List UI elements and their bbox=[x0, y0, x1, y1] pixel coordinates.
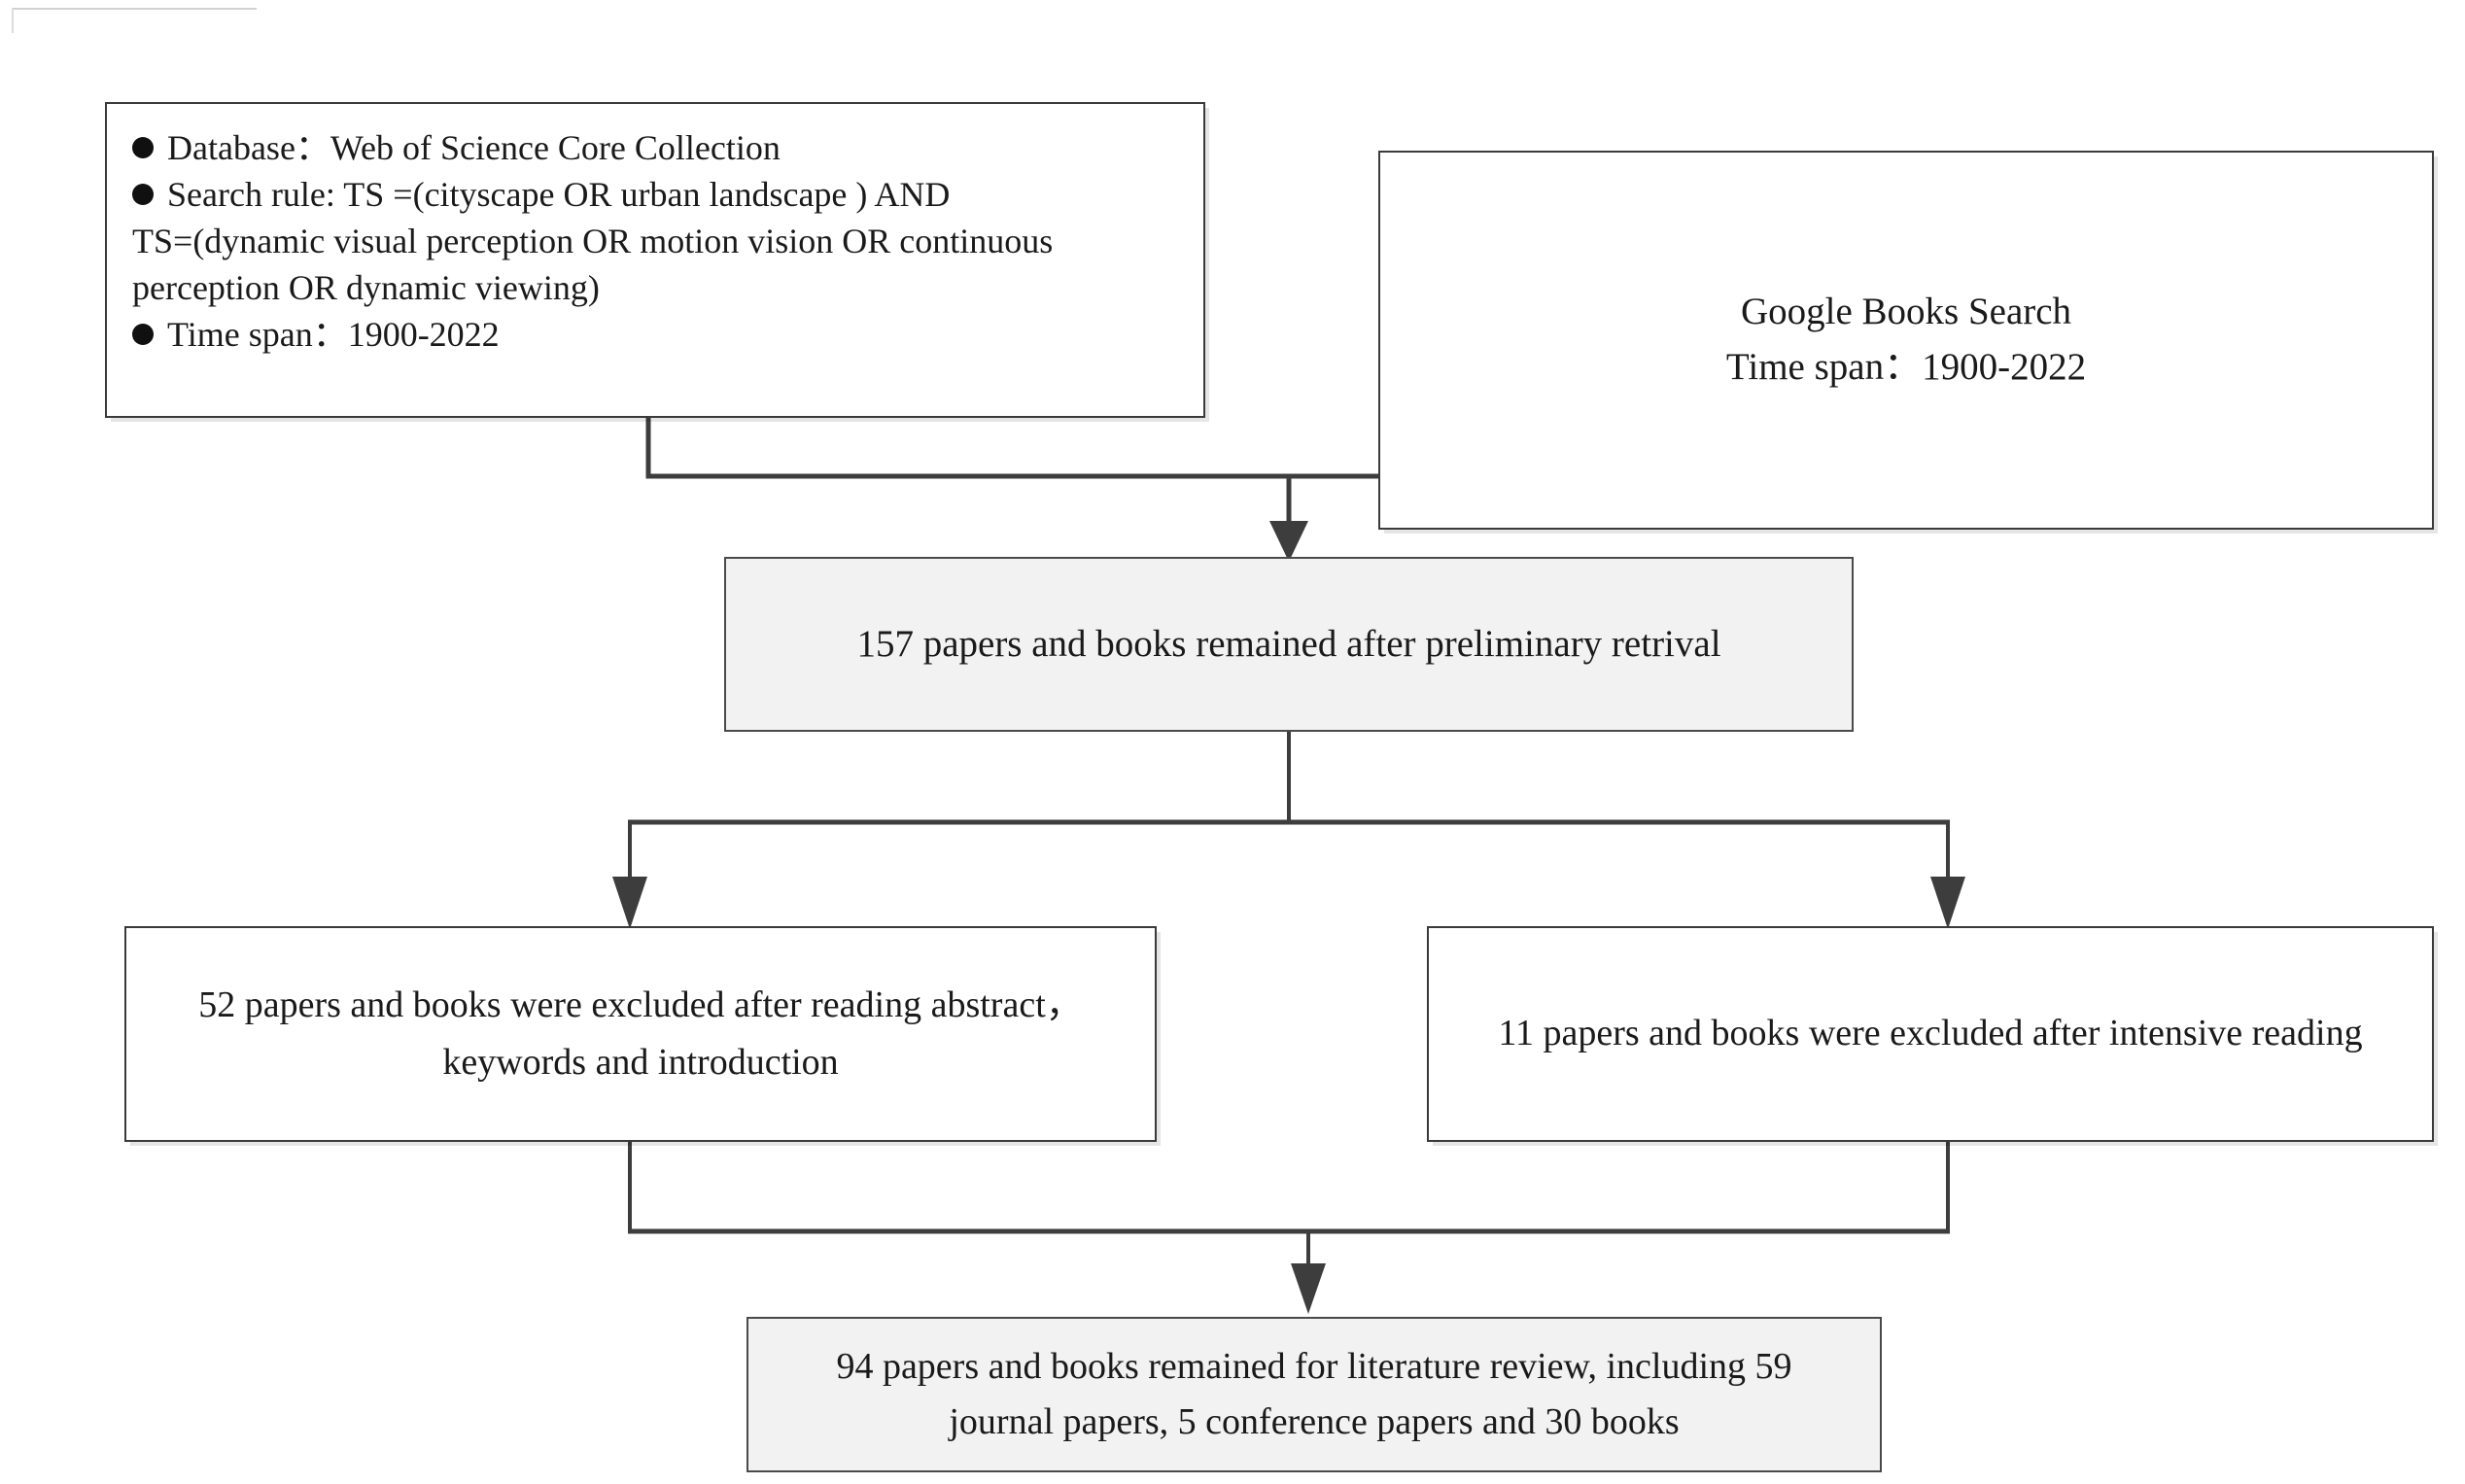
google-time-span: Time span：1900-2022 bbox=[1725, 346, 2087, 388]
top-left-tick-artifact bbox=[12, 8, 14, 33]
criteria-line-time-span: Time span：1900-2022 bbox=[132, 312, 1178, 359]
arrowhead-to-final bbox=[1291, 1263, 1326, 1314]
node-google-books-search[interactable]: Google Books Search Time span：1900-2022 bbox=[1378, 151, 2434, 530]
node-database-search-criteria[interactable]: Database：Web of Science Core Collection … bbox=[105, 102, 1205, 418]
excl-abstract-line-2: keywords and introduction bbox=[442, 1042, 839, 1083]
criteria-line-search-rule: Search rule: TS =(cityscape OR urban lan… bbox=[132, 172, 1178, 219]
final-line-2: journal papers, 5 conference papers and … bbox=[949, 1401, 1680, 1442]
bullet-icon bbox=[132, 137, 154, 159]
final-line-1: 94 papers and books remained for literat… bbox=[836, 1346, 1792, 1387]
bullet-icon bbox=[132, 184, 154, 206]
top-left-rule-artifact bbox=[12, 8, 257, 10]
criteria-line-database: Database：Web of Science Core Collection bbox=[132, 125, 1178, 172]
google-title: Google Books Search bbox=[1740, 291, 2072, 333]
node-excluded-after-abstract[interactable]: 52 papers and books were excluded after … bbox=[124, 926, 1157, 1142]
criteria-line-search-rule-cont-1: TS=(dynamic visual perception OR motion … bbox=[132, 221, 1054, 260]
prelim-text: 157 papers and books remained after prel… bbox=[856, 622, 1721, 665]
excl-abstract-line-1: 52 papers and books were excluded after … bbox=[198, 984, 1083, 1026]
excl-intensive-text: 11 papers and books were excluded after … bbox=[1498, 1013, 2363, 1054]
criteria-line-search-rule-cont-2: perception OR dynamic viewing) bbox=[132, 267, 600, 307]
arrowhead-to-prelim bbox=[1269, 521, 1308, 562]
node-excluded-after-intensive-reading[interactable]: 11 papers and books were excluded after … bbox=[1427, 926, 2434, 1142]
arrowhead-to-excluded-abstract bbox=[612, 877, 647, 929]
node-final-literature-review-set[interactable]: 94 papers and books remained for literat… bbox=[746, 1317, 1882, 1472]
arrowhead-to-excluded-intensive bbox=[1930, 877, 1965, 929]
bullet-icon bbox=[132, 323, 154, 345]
node-preliminary-retrieval-result[interactable]: 157 papers and books remained after prel… bbox=[724, 557, 1854, 732]
